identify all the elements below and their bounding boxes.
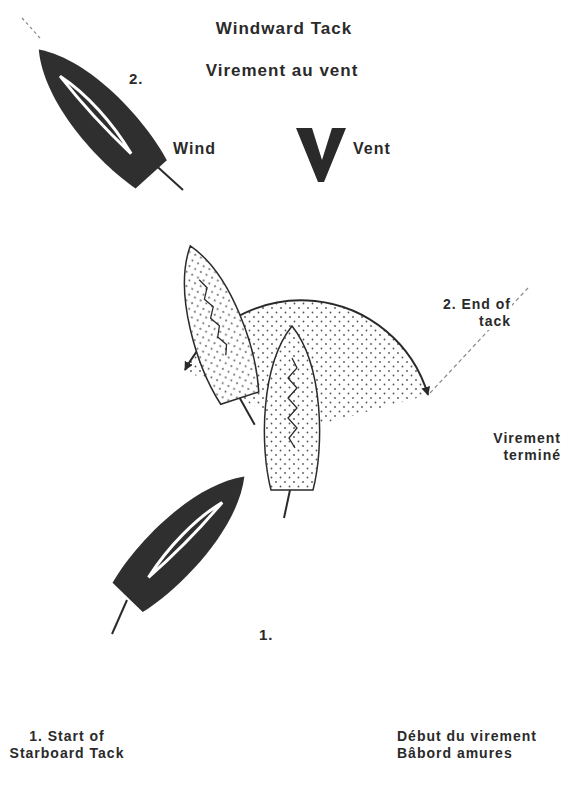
course-line bbox=[22, 18, 40, 38]
subtitle: Virement au vent bbox=[0, 62, 566, 79]
boat-outline bbox=[264, 326, 319, 518]
end-note: Virement terminé bbox=[474, 430, 562, 464]
callout-number: 1. bbox=[258, 626, 275, 643]
wind-label: Vent bbox=[352, 140, 392, 157]
wind-symbol bbox=[296, 128, 346, 182]
end-note: 2. End of tack bbox=[418, 296, 512, 330]
start-note: 1. Start of Starboard Tack bbox=[6, 728, 128, 762]
callout-number: 2. bbox=[128, 70, 145, 87]
boat-dark bbox=[108, 457, 264, 616]
boat-dark bbox=[18, 31, 171, 193]
start-note: Début du virement Bâbord amures bbox=[396, 728, 548, 762]
title: Windward Tack bbox=[0, 20, 566, 37]
wind-label: Wind bbox=[172, 140, 217, 157]
heading-line bbox=[112, 600, 127, 634]
boat-outline bbox=[165, 238, 274, 435]
